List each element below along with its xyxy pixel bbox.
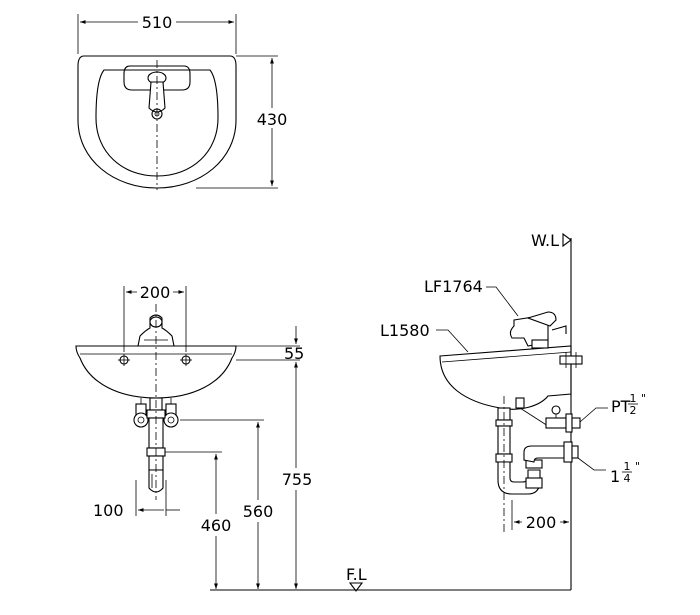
front-tap-spacing-label: 200 (140, 283, 171, 302)
basin-leader (436, 329, 469, 353)
faucet-model-label: LF1764 (424, 277, 483, 296)
floor-label: F.L (346, 565, 367, 584)
front-mounting-hole-right (180, 354, 192, 366)
waste-leader (577, 457, 606, 471)
supply-size-prefix: PT (611, 397, 631, 416)
front-rim-to-tap-label: 55 (284, 344, 304, 363)
front-angle-valve-right (163, 398, 179, 428)
top-basin-outline (77, 55, 237, 189)
floor-symbol (348, 582, 364, 592)
front-trap-height-label: 460 (201, 516, 232, 535)
front-view: 200 55 755 560 460 100 (75, 283, 315, 589)
faucet-leader (486, 286, 519, 317)
top-tap-deck (123, 65, 191, 91)
top-width-label: 510 (142, 13, 173, 32)
front-trap-offset-label: 100 (93, 501, 124, 520)
waste-size-mark: " (635, 460, 640, 473)
side-supply-valve (515, 397, 581, 433)
front-faucet (137, 314, 175, 347)
side-faucet (509, 311, 567, 349)
top-view: 510 430 (77, 13, 298, 190)
front-angle-valve-left (133, 398, 149, 428)
front-supply-height-label: 560 (243, 502, 274, 521)
supply-size-num: 1 (630, 392, 637, 405)
side-waste-arm (523, 441, 579, 463)
supply-leader (579, 407, 608, 423)
basin-model-label: L1580 (380, 321, 430, 340)
waste-size-den: 4 (624, 472, 631, 485)
top-depth-label: 430 (257, 110, 288, 129)
waste-size-num: 1 (624, 460, 631, 473)
side-basin-outline (439, 345, 572, 410)
supply-size-mark: " (641, 392, 646, 405)
front-rim-height-label: 755 (282, 470, 313, 489)
side-wall-offset-label: 200 (526, 513, 557, 532)
front-mounting-hole-left (118, 354, 130, 366)
side-wall-label: W.L (531, 231, 559, 250)
waste-size-whole: 1 (610, 467, 620, 486)
side-view: W.L (380, 231, 646, 590)
wall-symbol (562, 232, 572, 248)
floor-line: F.L (210, 565, 571, 592)
supply-size-den: 2 (630, 404, 637, 417)
side-wall-bolt (559, 352, 583, 368)
